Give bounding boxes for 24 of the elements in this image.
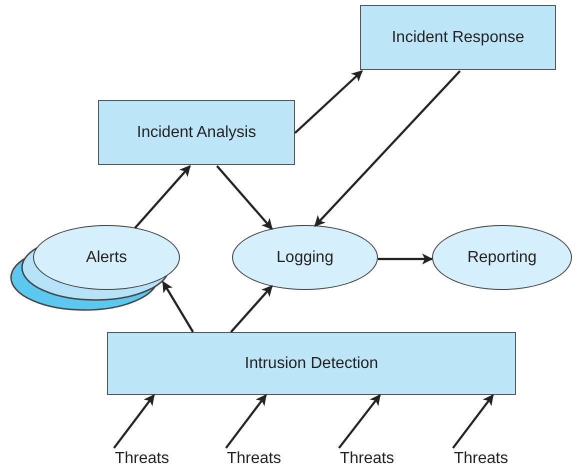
- arrow: [294, 70, 363, 134]
- threat-label: Threats: [445, 448, 517, 469]
- arrow: [452, 394, 494, 449]
- arrow: [134, 165, 191, 229]
- threat-label: Threats: [106, 448, 178, 469]
- node-label: Logging: [276, 248, 334, 266]
- node-label: Intrusion Detection: [244, 354, 378, 372]
- threat-label: Threats: [331, 448, 403, 469]
- process-box: [107, 332, 516, 395]
- arrow: [225, 394, 267, 449]
- arrow: [113, 394, 155, 449]
- arrow: [216, 165, 273, 230]
- threat-label: Threats: [218, 448, 290, 469]
- node-label: Incident Analysis: [136, 124, 256, 142]
- arrow: [314, 70, 461, 227]
- node-label: Reporting: [467, 248, 537, 266]
- arrow: [230, 285, 273, 333]
- node-label: Incident Response: [392, 28, 524, 46]
- arrow: [338, 394, 381, 449]
- node-label: Alerts: [86, 248, 127, 266]
- arrow: [378, 254, 434, 264]
- arrow: [162, 281, 194, 333]
- process-box: [360, 5, 556, 70]
- process-box: [98, 100, 295, 165]
